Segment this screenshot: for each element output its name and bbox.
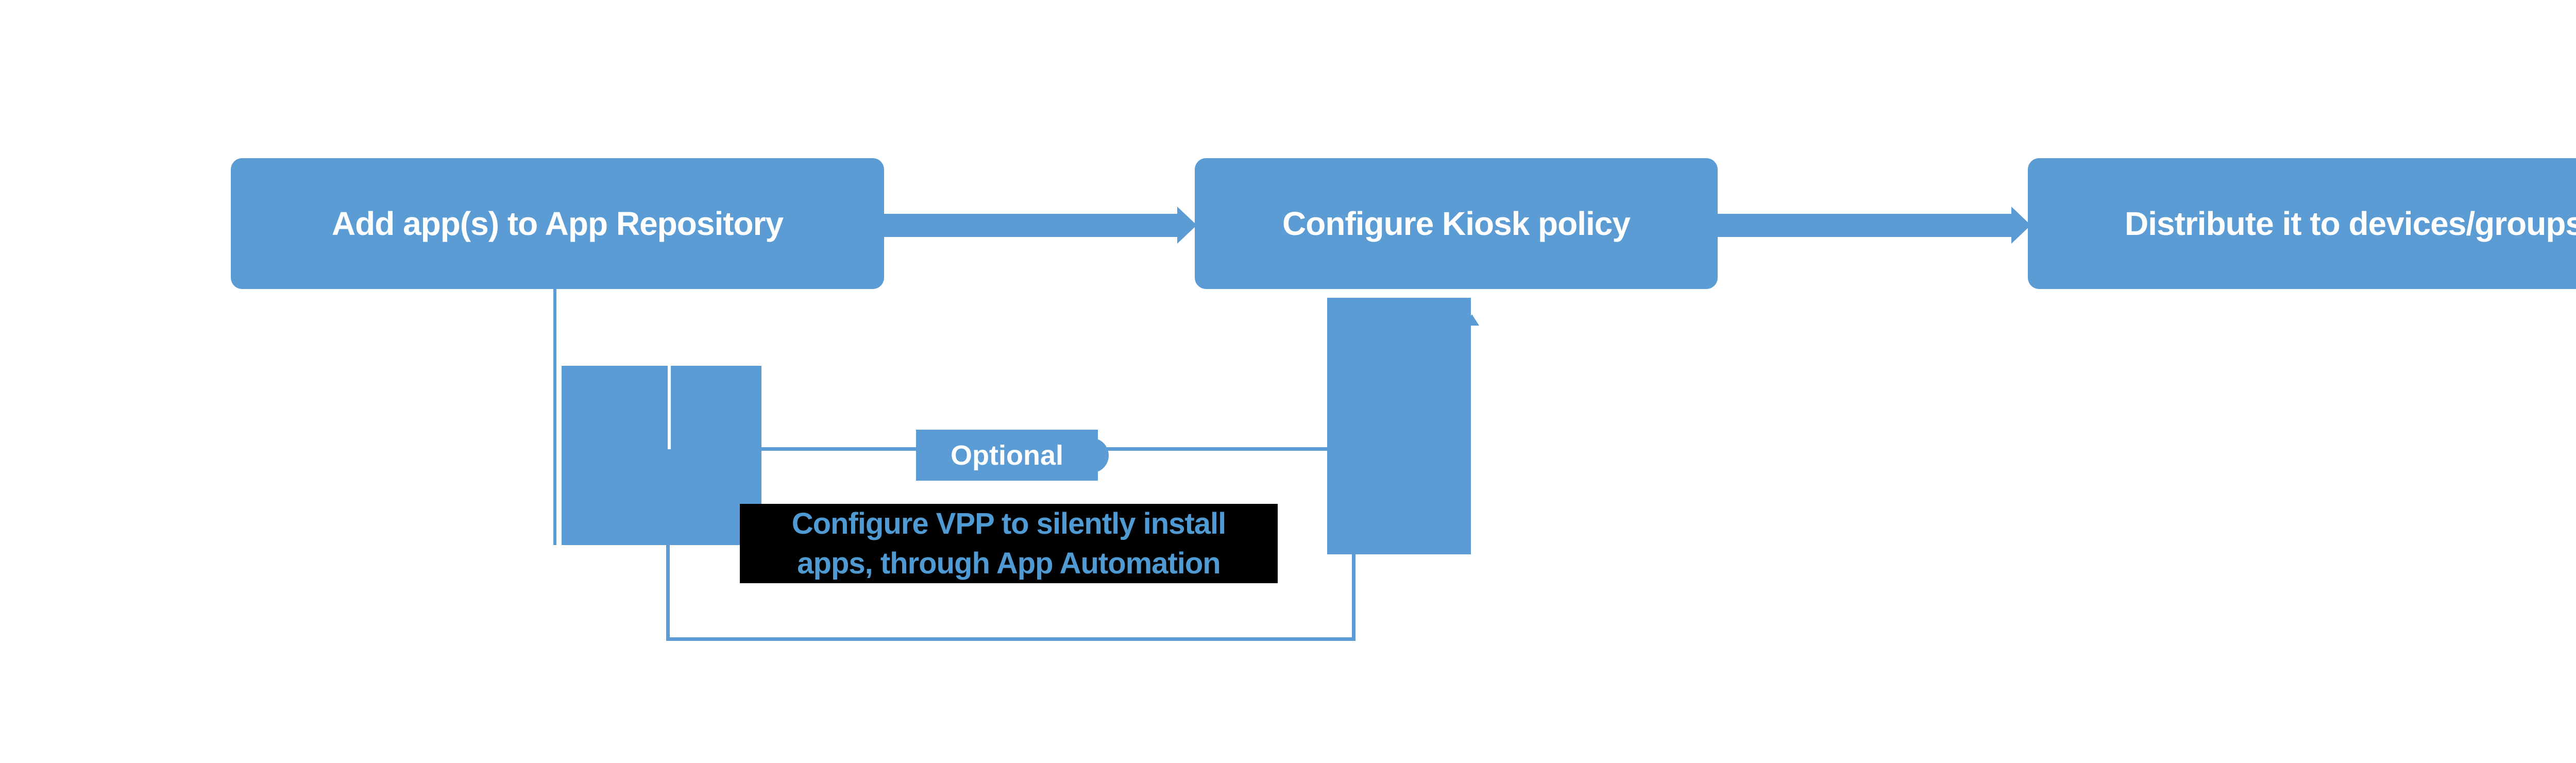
connector-step1-step2 (884, 214, 1177, 237)
drop-connector-under-step1 (562, 366, 761, 545)
drop-connector-under-step2 (1327, 298, 1471, 554)
connector-step2-step3 (1718, 214, 2011, 237)
flow-step-distribute: Distribute it to devices/groups (2028, 158, 2576, 289)
drop-connector-notch (668, 366, 671, 449)
flow-step-label: Distribute it to devices/groups (2124, 205, 2576, 242)
vpp-note-line1: Configure VPP to silently install (791, 507, 1227, 540)
vpp-note: Configure VPP to silently install apps, … (740, 504, 1278, 583)
arrowhead-up-icon (1465, 314, 1479, 326)
optional-badge-label: Optional (951, 439, 1063, 471)
arrowhead-right-icon (2011, 207, 2031, 244)
vpp-note-line2: apps, through App Automation (797, 547, 1221, 580)
flow-step-label: Configure Kiosk policy (1282, 205, 1631, 242)
optional-badge: Optional (916, 430, 1098, 481)
drop-line-from-step1 (553, 289, 556, 545)
flow-step-label: Add app(s) to App Repository (331, 205, 784, 242)
flow-step-add-apps: Add app(s) to App Repository (231, 158, 884, 289)
flow-step-configure-kiosk-policy: Configure Kiosk policy (1195, 158, 1718, 289)
arrowhead-right-icon (1177, 207, 1197, 244)
